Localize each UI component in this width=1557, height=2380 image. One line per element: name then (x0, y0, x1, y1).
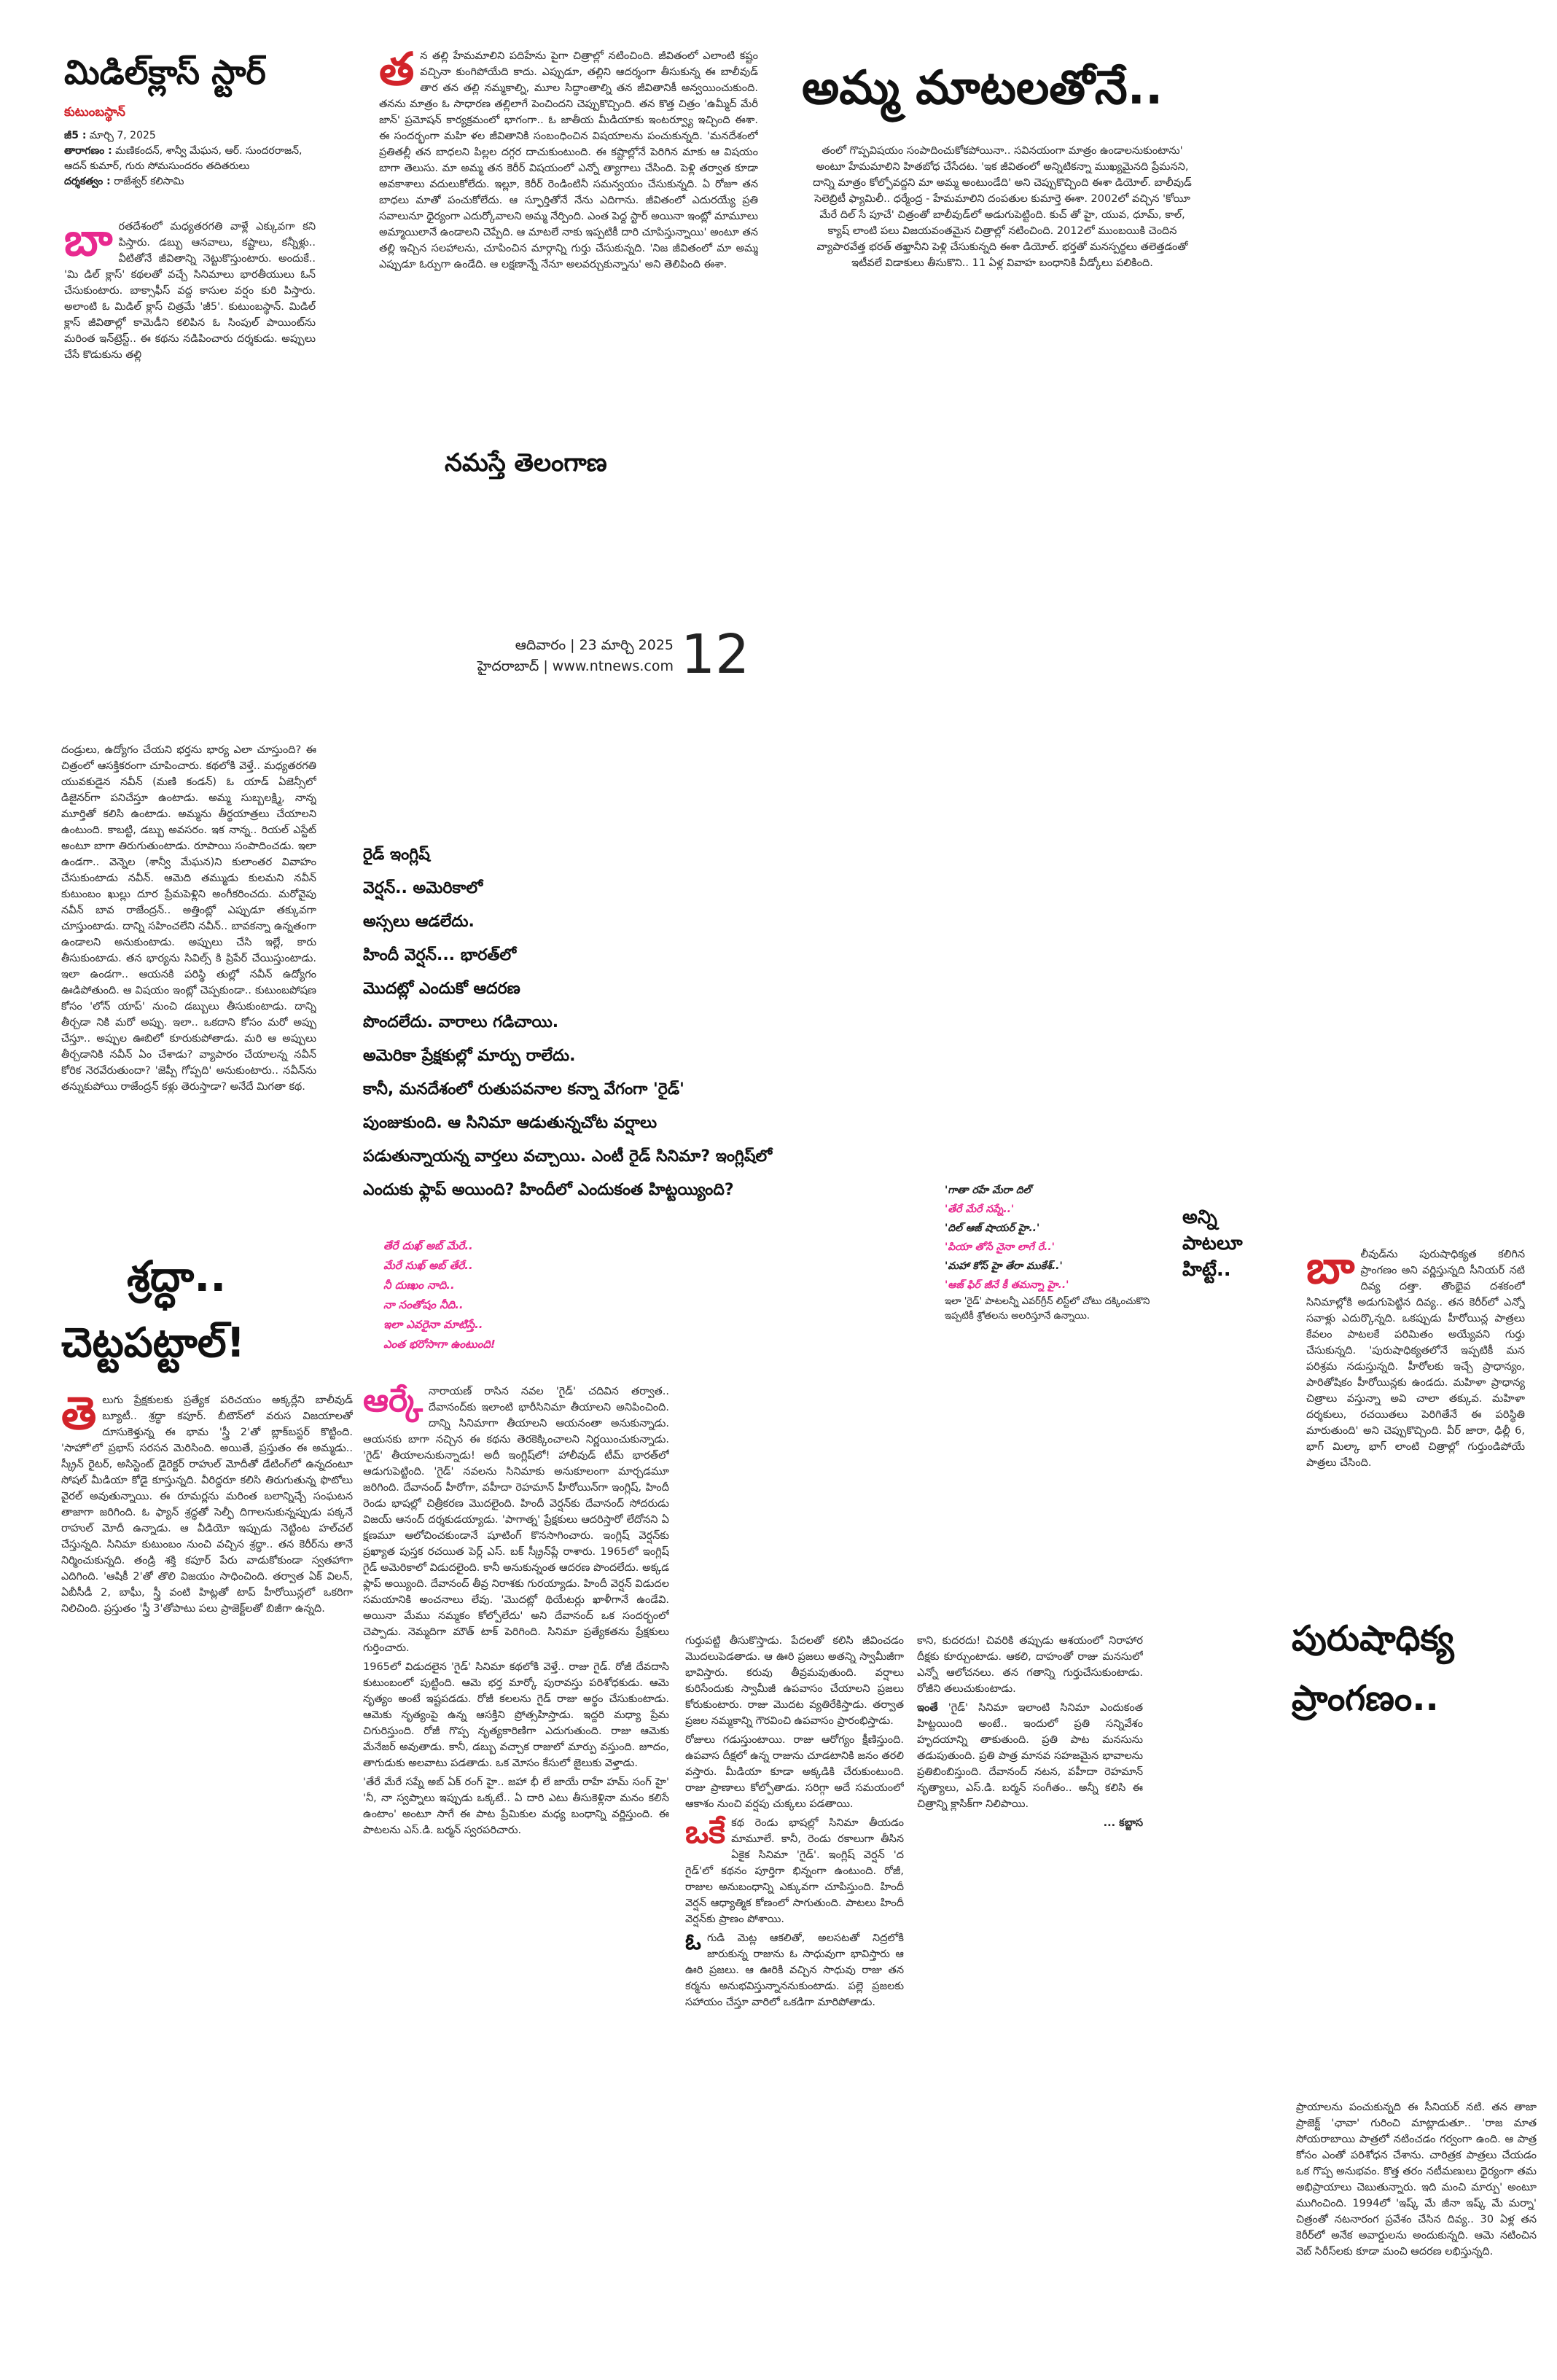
body-text: గుర్తుపట్టి తీసుకొస్తాడు. పేదలతో కలిసి జ… (685, 1635, 904, 1727)
meta-value: మణికందన్, శాన్వీ మేఘన, ఆర్. సుందరరాజన్, … (64, 145, 303, 172)
pull-line: అస్సలు ఆడలేదు. (363, 913, 475, 931)
song-line: ఎంత భరోసాగా ఉంటుంది! (383, 1338, 496, 1351)
raid-song-lines: తేరే దుఖ్ అబ్ మేరే.. మేరే సుఖ్ అబ్ తేరే.… (383, 1236, 602, 1375)
pull-line: పొందలేదు. వారాలు గడిచాయి. (363, 1013, 559, 1031)
pull-line: మొదట్లో ఎందుకో ఆదరణ (363, 980, 520, 998)
publication-logo: నమస్తే తెలంగాణ (445, 448, 607, 477)
masthead-date: ఆదివారం | 23 మార్చి 2025 (515, 637, 674, 653)
body-text: లుగు ప్రేక్షకులకు ప్రత్యేక పరిచయం అక్కర్… (61, 1394, 353, 1615)
body-text: 'గైడ్' సినిమా ఇలాంటి సినిమా ఎందుకంత హిట్… (917, 1702, 1143, 1810)
shraddha-headline-1: శ్రద్ధా.. (127, 1252, 227, 1301)
shraddha-body: తె లుగు ప్రేక్షకులకు ప్రత్యేక పరిచయం అక్… (61, 1392, 353, 2129)
body-text: కాని, కుదరదు! చివరికి తప్పుడు ఆశయంలో నిర… (917, 1635, 1143, 1695)
song-title: 'తేరే మేరే సప్నే..' (945, 1203, 1015, 1215)
meta-label: దర్శకత్వం : (64, 176, 111, 187)
body-text: గుడి మెట్ల ఆకలితో, అలసటతో నిద్రలోకి జారు… (685, 1932, 904, 2008)
body-text: దండ్రులు, ఉద్యోగం చేయని భర్తను భార్య ఎలా… (61, 744, 316, 1093)
dropcap: ఓ (685, 1930, 701, 1955)
body-text: రోజులు గడుస్తుంటాయి. రాజు ఆరోగ్యం క్షీణి… (685, 1734, 904, 1810)
meta-value: మార్చి 7, 2025 (89, 130, 156, 141)
masthead-city-site: హైదరాబాద్ | www.ntnews.com (477, 658, 674, 674)
amma-body-right: తంలో గొప్పవిషయం సంపాదించుకోకపోయినా.. సవి… (809, 143, 1195, 398)
shraddha-headline-2: చెట్టపట్టాల్! (61, 1319, 246, 1367)
pull-line: వెర్షన్.. అమెరికాలో (363, 879, 483, 897)
middle-class-meta: జీ5 : మార్చి 7, 2025 తారాగణం : మణికందన్,… (64, 128, 316, 216)
inte-lead: ఇంతే (917, 1702, 938, 1714)
songs-heading: అన్ని పాటలూ హిట్టే.. (1182, 1204, 1292, 1292)
dropcap: బా (1306, 1246, 1355, 1294)
body-text: 1965లో విడుదలైన 'గైడ్' సినిమా కథలోకి వెళ… (363, 1661, 669, 1769)
middle-class-platform: కుటుంబస్థాన్ (64, 105, 125, 120)
song-title: 'దిల్ ఆజ్ షాయర్ హై..' (945, 1222, 1040, 1234)
pull-line: కానీ, మనదేశంలో రుతుపవనాల కన్నా వేగంగా 'ర… (363, 1080, 684, 1099)
pull-line: రైడ్ ఇంగ్లిష్ (363, 846, 430, 864)
purusha-headline-1: పురుషాధిక్య (1292, 1618, 1454, 1659)
signature: ... కబ్జాస (1103, 1817, 1143, 1829)
body-text: తంలో గొప్పవిషయం సంపాదించుకోకపోయినా.. సవి… (813, 145, 1192, 269)
song-line: నా సంతోషం నీది.. (383, 1298, 464, 1311)
middle-class-body-top: బా రతదేశంలో మధ్యతరగతి వాళ్లే ఎక్కువగా కన… (64, 219, 316, 401)
body-text: లీవుడ్‌ను పురుషాధిక్యత కలిగిన ప్రాంగణం అ… (1306, 1249, 1525, 1469)
heading-line: అన్ని (1182, 1206, 1217, 1228)
raid-column-1: ఆర్కే నారాయణ్ రాసిన నవల 'గైడ్' చదివిన తర… (363, 1384, 669, 2375)
body-text: కథ రెండు భాషల్లో సినిమా తీయడం మామూలే. కా… (685, 1817, 904, 1925)
body-text: 'తేరే మేరే సప్నే అబ్ ఏక్ రంగ్ హై.. జహా భ… (363, 1776, 669, 1836)
meta-value: రాజేశ్వర్ కలిసామి (114, 176, 184, 187)
body-text: రతదేశంలో మధ్యతరగతి వాళ్లే ఎక్కువగా కని ప… (64, 221, 316, 361)
song-title: 'మహా కోస్ హై తేరా ముకేశ్..' (945, 1260, 1063, 1272)
pull-line: పడుతున్నాయన్న వార్తలు వచ్చాయి. ఎంటీ రైడ్… (363, 1147, 773, 1166)
song-line: మేరే సుఖ్ అబ్ తేరే.. (383, 1259, 473, 1272)
meta-label: జీ5 : (64, 130, 87, 141)
dropcap: తె (61, 1392, 97, 1440)
page-number: 12 (681, 623, 750, 686)
dropcap: ఆర్కే (363, 1384, 423, 1419)
body-text: ప్రాయాలను పంచుకున్నది ఈ సీనియర్ నటి. తన … (1296, 2102, 1537, 2258)
dropcap: బా (64, 219, 113, 266)
song-line: నీ దుఃఖం నాది.. (383, 1279, 455, 1292)
heading-line: పాటలూ (1182, 1233, 1243, 1255)
amma-headline: అమ్మ మాటలతోనే.. (802, 61, 1163, 115)
raid-column-3: కాని, కుదరదు! చివరికి తప్పుడు ఆశయంలో నిర… (917, 1633, 1143, 2376)
song-line: తేరే దుఖ్ అబ్ మేరే.. (383, 1239, 473, 1252)
purusha-headline-2: ప్రాంగణం.. (1292, 1678, 1439, 1719)
song-line: ఇలా ఎవరైనా మాటిస్తే.. (383, 1318, 483, 1331)
purusha-body-bottom: ప్రాయాలను పంచుకున్నది ఈ సీనియర్ నటి. తన … (1296, 2099, 1537, 2376)
middle-class-body-bottom: దండ్రులు, ఉద్యోగం చేయని భర్తను భార్య ఎలా… (61, 742, 316, 1216)
pull-line: పుంజుకుంది. ఆ సినిమా ఆడుతున్నచోట వర్షాలు (363, 1114, 657, 1132)
song-title: 'ఆజ్ ఫిర్ జీనే కీ తమన్నా హై..' (945, 1279, 1069, 1291)
pull-line: ఎందుకు ఫ్లాప్ అయింది? హిందీలో ఎందుకంత హి… (363, 1181, 734, 1199)
song-title: 'పియా తోసే నైనా లాగే రే..' (945, 1241, 1055, 1253)
raid-side-songs: 'గాతా రహే మేరా దిల్' 'తేరే మేరే సప్నే..'… (945, 1181, 1156, 1327)
meta-label: తారాగణం : (64, 145, 112, 157)
amma-body-left: త న తల్లి హేమమాలిని పదిహేను పైగా చిత్రాల… (379, 48, 758, 398)
pull-line: అమెరికా ప్రేక్షకుల్లో మార్పు రాలేదు. (363, 1047, 576, 1065)
pull-line: హిందీ వెర్షన్... భారత్‌లో (363, 946, 517, 964)
purusha-body-top: బా లీవుడ్‌ను పురుషాధిక్యత కలిగిన ప్రాంగణ… (1306, 1246, 1525, 1596)
songs-note: ఇలా 'రైడ్' పాటలన్నీ ఎవర్‌గ్రీన్ లిస్ట్‌ల… (945, 1296, 1150, 1322)
body-text: నారాయణ్ రాసిన నవల 'గైడ్' చదివిన తర్వాత..… (363, 1386, 669, 1654)
dropcap: త (379, 48, 415, 95)
song-title: 'గాతా రహే మేరా దిల్' (945, 1185, 1034, 1196)
body-text: న తల్లి హేమమాలిని పదిహేను పైగా చిత్రాల్ల… (379, 50, 758, 270)
raid-column-2: గుర్తుపట్టి తీసుకొస్తాడు. పేదలతో కలిసి జ… (685, 1633, 904, 2376)
middle-class-title: మిడిల్‌క్లాస్ స్టార్ (64, 52, 266, 92)
raid-pull-quote: రైడ్ ఇంగ్లిష్ వెర్షన్.. అమెరికాలో అస్సలు… (363, 838, 990, 1217)
heading-line: హిట్టే.. (1182, 1259, 1231, 1281)
dropcap: ఒకే (685, 1814, 726, 1851)
